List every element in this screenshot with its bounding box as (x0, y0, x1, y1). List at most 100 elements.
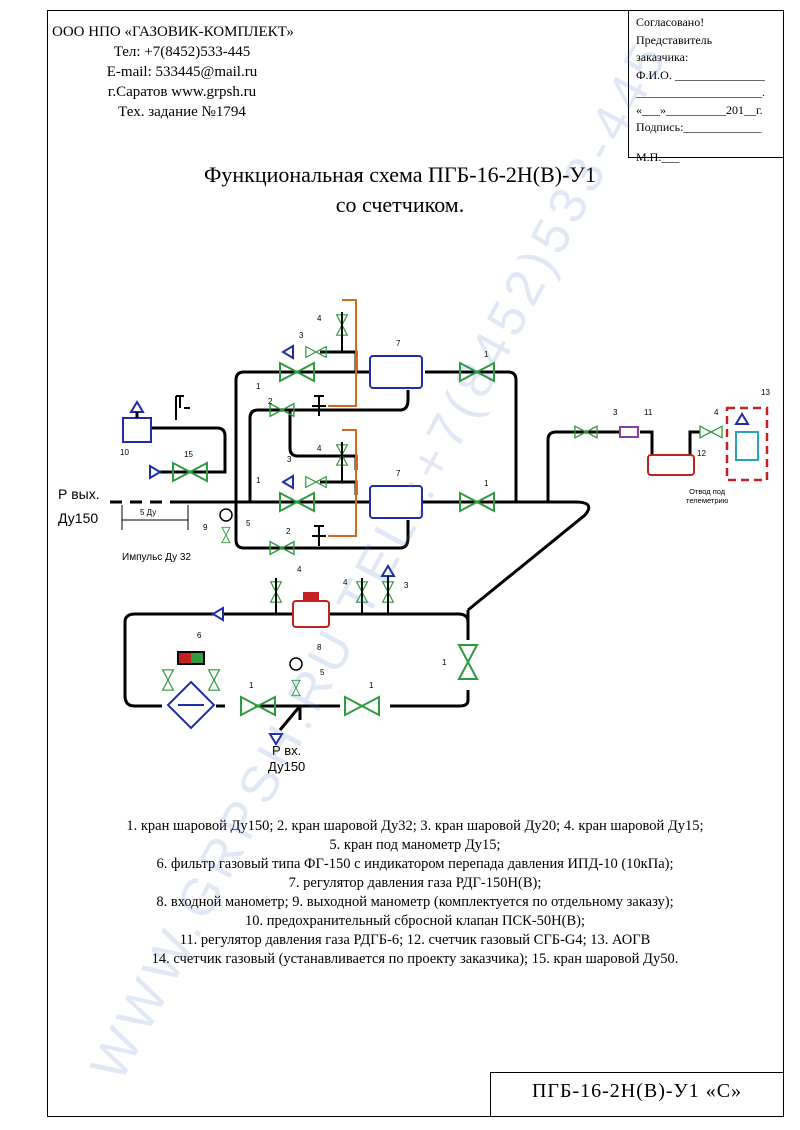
svg-text:4: 4 (343, 578, 348, 587)
flow-arrows (129, 344, 750, 746)
title-block-text: ПГБ-16-2Н(В)-У1 «С» (531, 1080, 743, 1102)
gauge-8 (289, 657, 303, 671)
svg-text:3: 3 (404, 581, 409, 590)
approval-line: заказчика: (636, 50, 689, 64)
gauge-9 (219, 508, 233, 522)
svg-text:4: 4 (317, 444, 322, 453)
svg-text:15: 15 (184, 450, 193, 459)
company-email: E-mail: 533445@mail.ru (106, 64, 258, 80)
svg-text:1: 1 (256, 382, 261, 391)
drawing-frame (47, 10, 784, 1117)
aogv-13 (735, 431, 759, 461)
valve-4-domestic (699, 425, 723, 439)
svg-text:1: 1 (369, 681, 374, 690)
outlet-label: Р вых. Ду150 (58, 484, 100, 528)
svg-text:5: 5 (246, 519, 251, 528)
svg-text:8: 8 (317, 643, 322, 652)
telemetry-label: Отвод под телеметрию (686, 487, 728, 505)
inlet-label-size: Ду150 (268, 759, 306, 774)
regulators (122, 355, 423, 519)
legend-line: 1. кран шаровой Ду150; 2. кран шаровой Д… (126, 818, 704, 834)
approval-line: Подпись:_____________ (636, 120, 762, 134)
svg-text:5: 5 (320, 668, 325, 677)
stamp-place: М.П.___ (636, 150, 680, 164)
gas-meter-14 (292, 592, 330, 628)
telemetry-line-2: телеметрию (686, 496, 729, 505)
svg-text:6: 6 (197, 631, 202, 640)
legend-line: 6. фильтр газовый типа ФГ-150 с индикато… (156, 856, 674, 872)
svg-text:1: 1 (442, 658, 447, 667)
svg-text:4: 4 (297, 565, 302, 574)
gauges (219, 508, 303, 671)
svg-text:2: 2 (268, 397, 273, 406)
inlet-label-pressure: Р вх. (271, 743, 302, 758)
approval-text: Согласовано! Представитель заказчика: Ф.… (636, 14, 765, 137)
svg-text:9: 9 (203, 523, 208, 532)
valve-1-inlet-right (344, 696, 380, 716)
psk-10 (122, 417, 152, 443)
approval-line: _____________________. (636, 85, 765, 99)
svg-text:4: 4 (317, 314, 322, 323)
svg-text:1: 1 (256, 476, 261, 485)
dimension-label: 5 Ду (140, 508, 157, 517)
valve-5-inlet (291, 679, 301, 697)
approval-box (628, 10, 784, 158)
bypass-regulator-symbols (175, 395, 326, 546)
outlet-label-size: Ду150 (58, 510, 99, 526)
svg-text:11: 11 (644, 408, 653, 417)
svg-text:10: 10 (120, 448, 129, 457)
legend-line: 5. кран под манометр Ду15; (329, 837, 501, 853)
svg-text:2: 2 (286, 527, 291, 536)
svg-text:1: 1 (484, 479, 489, 488)
approval-line: Представитель (636, 32, 713, 47)
svg-text:1: 1 (484, 350, 489, 359)
regulator-7-upper (369, 355, 423, 389)
legend: 1. кран шаровой Ду150; 2. кран шаровой Д… (55, 817, 775, 969)
approval-line: Ф.И.О. _______________ (636, 67, 765, 82)
svg-text:7: 7 (396, 469, 401, 478)
title-block-box (490, 1072, 784, 1117)
valve-filter-a (162, 669, 174, 691)
inlet-label: Р вх. Ду150 (268, 743, 305, 775)
impulse-label: Импульс Ду 32 (122, 552, 191, 563)
legend-line: 10. предохранительный сбросной клапан ПС… (245, 913, 585, 929)
company-city-site: г.Саратов www.grpsh.ru (107, 84, 257, 100)
page-title: Функциональная схема ПГБ-16-2Н(В)-У1 со … (100, 160, 700, 220)
svg-text:1: 1 (249, 681, 254, 690)
technical-task: Тех. задание №1794 (118, 104, 246, 120)
valves (162, 314, 723, 716)
valve-filter-b (208, 669, 220, 691)
outlet-label-pressure: Р вых. (58, 486, 100, 502)
valve-1-vertical (458, 644, 478, 680)
regulator-11 (619, 426, 639, 438)
telemetry-line-1: Отвод под (689, 487, 726, 496)
valve-5-outlet (221, 526, 231, 544)
legend-line: 8. входной манометр; 9. выходной маномет… (156, 894, 674, 910)
svg-text:3: 3 (613, 408, 618, 417)
company-name: ООО НПО «ГАЗОВИК-КОМПЛЕКТ» (52, 24, 294, 40)
filter-6 (166, 651, 216, 730)
legend-line: 7. регулятор давления газа РДГ-150Н(В); (288, 875, 542, 891)
domestic-equipment (619, 406, 769, 482)
title-line-2: со счетчиком. (335, 192, 465, 217)
dimension-5du (121, 505, 189, 530)
approval-line: «___»__________201__г. (636, 102, 763, 117)
company-info: ООО НПО «ГАЗОВИК-КОМПЛЕКТ» Тел: +7(8452)… (52, 22, 312, 122)
svg-text:3: 3 (299, 331, 304, 340)
svg-text:7: 7 (396, 339, 401, 348)
svg-text:12: 12 (697, 449, 706, 458)
svg-text:13: 13 (761, 388, 770, 397)
aogv-13-box (725, 406, 769, 482)
impulse-lines (328, 299, 357, 537)
svg-text:3: 3 (287, 455, 292, 464)
title-line-1: Функциональная схема ПГБ-16-2Н(В)-У1 (203, 162, 597, 187)
legend-line: 11. регулятор давления газа РДГБ-6; 12. … (179, 932, 651, 948)
svg-text:4: 4 (714, 408, 719, 417)
approval-line: Согласовано! (636, 15, 705, 29)
company-phone: Тел: +7(8452)533-445 (113, 44, 251, 60)
legend-line: 14. счетчик газовый (устанавливается по … (151, 951, 679, 967)
regulator-7-lower (369, 485, 423, 519)
meter-12 (647, 454, 695, 476)
